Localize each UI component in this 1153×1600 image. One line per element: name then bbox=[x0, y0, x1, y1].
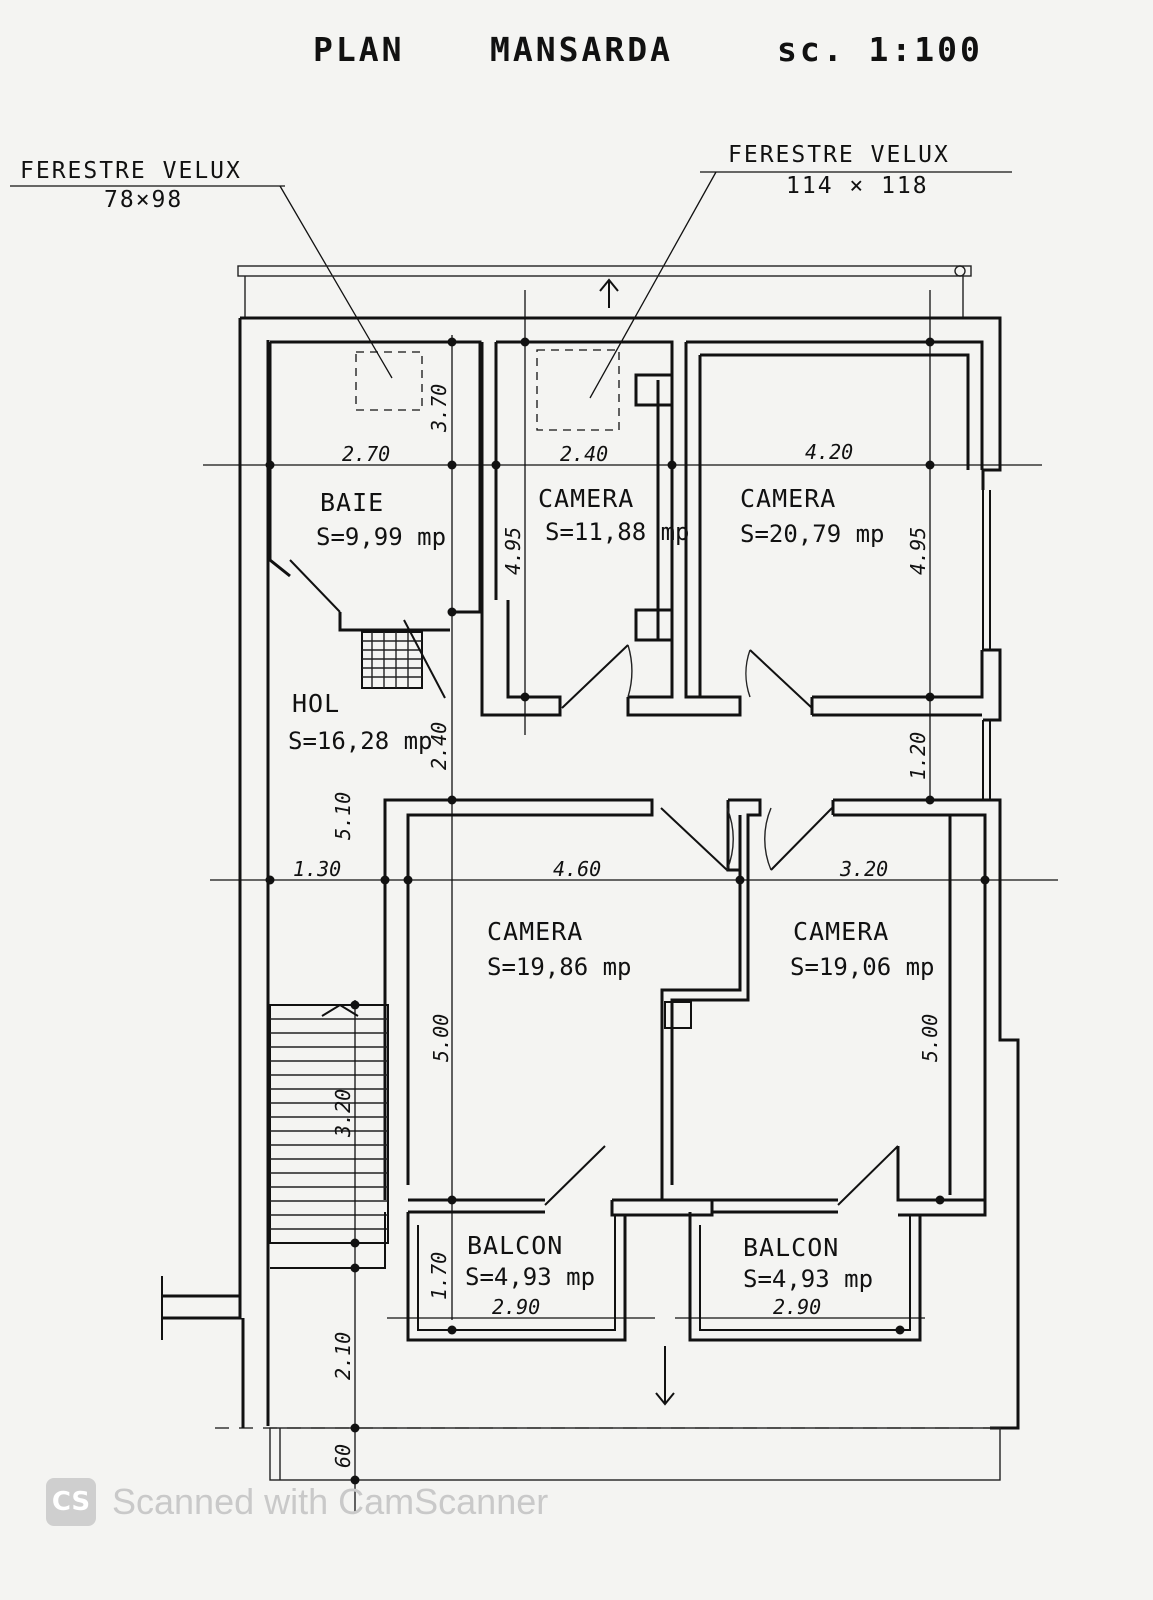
dim-hol-depth: 5.10 bbox=[331, 792, 355, 840]
room-name-baie: BAIE bbox=[320, 488, 384, 517]
velux-size-left: 78×98 bbox=[104, 187, 183, 213]
dim-balcon1-width: 2.90 bbox=[492, 1295, 540, 1319]
dim-camera1-depth: 4.95 bbox=[501, 527, 525, 575]
dim-lower-depth: 2.10 bbox=[331, 1332, 355, 1380]
plan-title-name: MANSARDA bbox=[490, 30, 673, 69]
dim-camera2-width: 4.20 bbox=[805, 440, 853, 464]
dim-camera3-width: 4.60 bbox=[553, 857, 601, 881]
dim-camera1-width: 2.40 bbox=[560, 442, 608, 466]
dim-camera2-depth: 4.95 bbox=[906, 527, 930, 575]
camscanner-watermark: CS Scanned with CamScanner bbox=[46, 1478, 548, 1526]
room-area-balcon-1: S=4,93 mp bbox=[465, 1263, 595, 1291]
room-name-balcon-1: BALCON bbox=[467, 1231, 563, 1260]
plan-title-word: PLAN bbox=[313, 30, 404, 69]
dim-corridor-depth: 1.20 bbox=[906, 732, 930, 780]
room-name-balcon-2: BALCON bbox=[743, 1233, 839, 1262]
camscanner-logo-icon: CS bbox=[46, 1478, 96, 1526]
room-name-hol: HOL bbox=[292, 689, 340, 718]
dim-camera3-depth: 5.00 bbox=[429, 1014, 453, 1062]
dim-baie-width: 2.70 bbox=[342, 442, 390, 466]
room-area-balcon-2: S=4,93 mp bbox=[743, 1265, 873, 1293]
room-name-camera-1: CAMERA bbox=[538, 484, 634, 513]
room-area-baie: S=9,99 mp bbox=[316, 523, 446, 551]
room-area-camera-4: S=19,06 mp bbox=[790, 953, 935, 981]
room-name-camera-2: CAMERA bbox=[740, 484, 836, 513]
room-area-camera-3: S=19,86 mp bbox=[487, 953, 632, 981]
room-area-hol: S=16,28 mp bbox=[288, 727, 433, 755]
dim-balcon2-width: 2.90 bbox=[773, 1295, 821, 1319]
dim-camera4-depth: 5.00 bbox=[918, 1014, 942, 1062]
dim-stair-length: 3.20 bbox=[331, 1089, 355, 1138]
velux-label-right: FERESTRE VELUX bbox=[728, 142, 950, 168]
velux-label-left: FERESTRE VELUX bbox=[20, 158, 242, 184]
dim-overhang: 60 bbox=[331, 1444, 355, 1468]
watermark-text: Scanned with CamScanner bbox=[112, 1481, 549, 1522]
room-name-camera-4: CAMERA bbox=[793, 917, 889, 946]
room-name-camera-3: CAMERA bbox=[487, 917, 583, 946]
plan-scale: sc. 1:100 bbox=[777, 30, 983, 69]
dim-baie-depth: 3.70 bbox=[427, 384, 451, 433]
dim-hol-width: 1.30 bbox=[293, 857, 341, 881]
dim-hol-top: 2.40 bbox=[427, 722, 451, 770]
dim-balcon-depth: 1.70 bbox=[427, 1252, 451, 1300]
velux-size-right: 114 × 118 bbox=[786, 173, 929, 199]
room-area-camera-2: S=20,79 mp bbox=[740, 520, 885, 548]
room-area-camera-1: S=11,88 mp bbox=[545, 518, 690, 546]
dim-camera4-width: 3.20 bbox=[839, 857, 888, 881]
